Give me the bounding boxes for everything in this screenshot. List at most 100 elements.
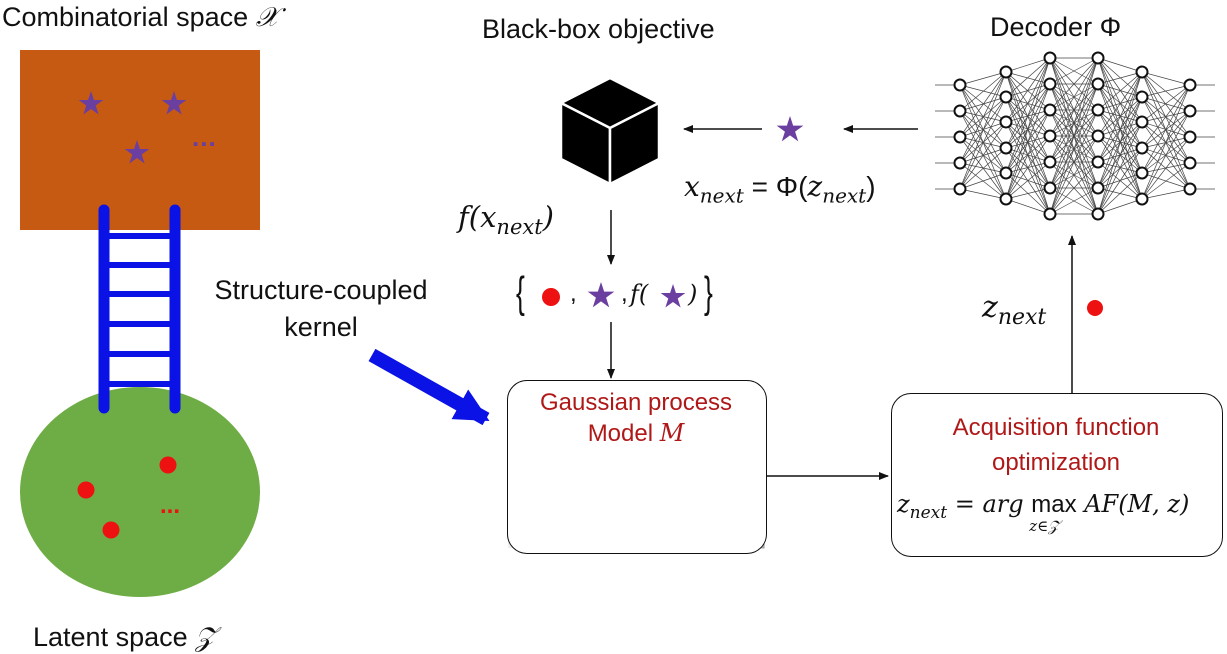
kernel-label: Structure-coupled kernel [192,272,450,346]
nn-edge [1049,57,1099,189]
nn-node [999,192,1013,206]
nn-edge [1097,109,1143,123]
nn-edge [1005,96,1051,189]
nn-edge [1005,71,1051,163]
eq-z-sub: next [822,183,867,208]
combinatorial-space-text: Combinatorial space [2,2,249,32]
nn-edge [1005,83,1051,200]
latent-space-text: Latent space [33,622,188,652]
set-open-brace: { [516,268,525,317]
eq-phi: = Φ( [743,171,808,202]
cube-icon [559,76,661,186]
nn-edge [1141,162,1191,200]
combinatorial-ellipsis: ... [192,122,217,152]
nn-edge [1097,71,1143,189]
nn-edge [1097,83,1143,174]
nn-node [999,166,1013,180]
nn-node [1135,166,1149,180]
eq-close: ) [866,171,876,202]
nn-node [953,78,967,92]
nn-node [1135,90,1149,104]
z-next-label: znext [982,290,1046,330]
set-close-brace: } [704,268,713,317]
nn-node [953,156,967,170]
set-red-point [542,288,560,306]
star-icon [660,284,686,308]
nn-node [1091,103,1105,117]
z-next-point [1087,300,1103,316]
nn-edge [1049,109,1099,215]
f-x-sub: next [496,214,543,239]
gp-title-line2: Model M [507,418,765,449]
nn-edge [959,121,1007,190]
nn-node [1091,51,1105,65]
nn-edge [959,84,1007,98]
z-next-z: z [982,290,998,325]
nn-node [1043,129,1057,143]
eq-x: x [684,170,700,203]
nn-edge [1005,187,1051,200]
star-icon [776,116,804,142]
nn-edge [1141,110,1191,200]
nn-edge [1097,109,1143,174]
nn-edge [1097,71,1143,163]
gp-model-box [507,380,767,554]
gp-model-symbol: M [659,419,685,447]
latent-point [77,481,95,499]
nn-edge [1049,83,1099,215]
nn-edge [1141,96,1191,190]
nn-edge [1097,121,1143,215]
acq-argmax: = arg [947,490,1032,518]
nn-edge [1049,57,1099,163]
nn-edge [1005,57,1051,200]
acq-max: max [1031,491,1077,518]
star-icon [161,91,187,115]
nn-edge [959,71,1007,164]
nn-edge [1141,136,1191,200]
star-icon [78,91,104,115]
nn-edge [1005,57,1051,73]
acq-max-under: z∈𝒵 [1029,517,1060,535]
nn-edge [1005,135,1051,200]
nn-edge [1097,57,1143,73]
nn-edge [1141,84,1191,174]
gp-title-line1: Gaussian process [539,389,733,416]
nn-node [1183,182,1197,196]
nn-edge [1141,71,1191,86]
gp-title: Gaussian process Model M [507,387,765,449]
nn-edge [1141,84,1191,98]
nn-edge [1049,57,1099,215]
nn-node [1091,77,1105,91]
decoder-text: Decoder [990,12,1093,42]
blackbox-title: Black-box objective [482,14,715,44]
nn-node [1091,181,1105,195]
nn-node [1183,156,1197,170]
nn-node [1091,129,1105,143]
nn-edge [1097,71,1143,137]
nn-node [1043,155,1057,169]
nn-edge [1005,57,1051,123]
nn-edge [1005,57,1051,174]
nn-edge [1049,57,1099,111]
combinatorial-space-rect [20,50,260,230]
nn-node [999,90,1013,104]
z-next-sub: next [997,305,1047,330]
nn-node [1043,181,1057,195]
latent-points [77,456,177,539]
nn-edge [1049,187,1099,215]
nn-edge [959,84,1007,123]
neural-network-icon [935,51,1215,221]
nn-node [1135,192,1149,206]
nn-edge [1005,147,1051,215]
nn-edge [1141,71,1191,112]
eq-z: z [807,170,823,203]
nn-node [1135,115,1149,129]
nn-edge [1141,84,1191,123]
nn-edge [959,110,1007,174]
nn-node [953,104,967,118]
nn-edge [1097,96,1143,215]
nn-edge [959,162,1007,174]
decoder-symbol: Φ [1099,12,1122,42]
